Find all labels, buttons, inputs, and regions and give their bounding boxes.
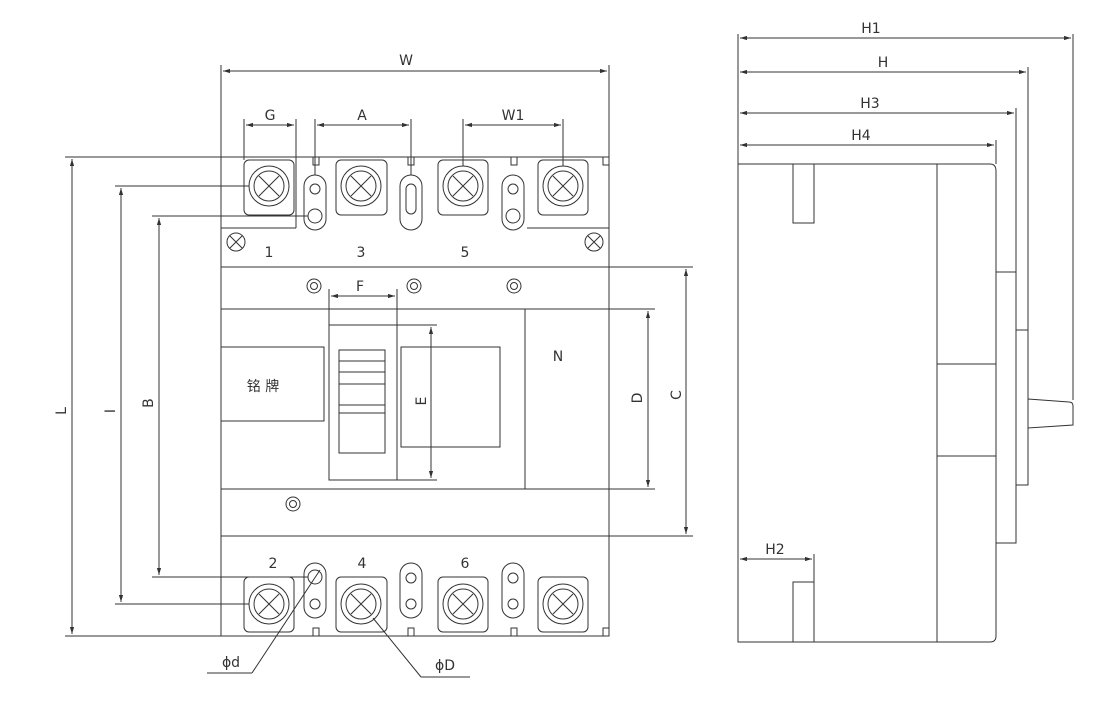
terminal-screw-top-1 <box>248 165 290 207</box>
terminal-pad-top-3 <box>335 159 388 216</box>
dim-label-g: G <box>265 108 276 124</box>
indicator-hole-2 <box>406 278 422 294</box>
side-terminal-top <box>792 163 815 224</box>
mounting-slot-bottom-3 <box>501 562 525 619</box>
indicator-hole-lower <box>285 496 301 512</box>
terminal-screw-bottom-2 <box>248 583 290 625</box>
dimension-lines-front <box>65 65 693 678</box>
terminal-number-6: 6 <box>461 556 470 572</box>
accessory-window <box>400 346 501 448</box>
dimension-lines-side <box>737 34 1074 582</box>
handle-window <box>328 324 398 481</box>
side-view-labels: H1 H H3 H4 H2 <box>765 21 888 558</box>
dim-label-d: D <box>630 393 646 404</box>
dim-label-f: F <box>356 279 364 295</box>
terminal-pad-bottom-6 <box>437 576 489 633</box>
dim-label-h1: H1 <box>861 21 880 37</box>
dim-label-l: L <box>54 407 70 415</box>
dim-label-e: E <box>414 397 430 406</box>
indicator-hole-3 <box>506 278 522 294</box>
operating-handle <box>338 349 386 454</box>
terminal-pad-top-5 <box>437 159 489 216</box>
terminal-screw-bottom-4 <box>340 583 382 625</box>
dim-label-w1: W1 <box>502 108 525 124</box>
terminal-number-5: 5 <box>461 245 470 261</box>
mounting-slot-bottom-1 <box>303 562 327 619</box>
terminal-number-4: 4 <box>358 556 367 572</box>
dim-label-h3: H3 <box>860 96 879 112</box>
nameplate-label: 铭 牌 <box>247 378 279 395</box>
dim-label-h2: H2 <box>765 542 784 558</box>
terminal-number-3: 3 <box>357 245 366 261</box>
side-body-outline <box>737 163 997 643</box>
nameplate-frame <box>220 346 325 422</box>
mounting-slot-top-2 <box>399 174 423 231</box>
neutral-pole-label: N <box>553 349 563 365</box>
terminal-screw-bottom-n <box>542 583 584 625</box>
mounting-slot-top-1 <box>303 174 327 231</box>
dim-label-b: B <box>141 398 157 408</box>
terminal-pad-bottom-4 <box>335 576 388 633</box>
terminal-pad-top-n <box>537 159 589 216</box>
dim-label-phi-D: ϕD <box>435 658 455 674</box>
indicator-hole-1 <box>306 278 322 294</box>
terminal-screw-top-n <box>542 165 584 207</box>
dim-label-h: H <box>878 55 889 71</box>
dim-label-c: C <box>669 390 685 400</box>
side-cover-step-1 <box>995 271 1017 544</box>
dim-label-h4: H4 <box>851 128 871 144</box>
side-terminal-bottom <box>792 581 815 643</box>
side-handle <box>1027 398 1074 429</box>
dim-label-phi-d: ϕd <box>222 655 240 671</box>
side-view <box>737 34 1074 643</box>
corner-screw-left <box>226 232 246 252</box>
terminal-number-1: 1 <box>265 245 274 261</box>
dim-label-w: W <box>399 53 413 69</box>
dim-label-a: A <box>357 108 367 124</box>
dim-label-i: I <box>103 409 119 413</box>
front-view <box>65 65 693 678</box>
terminal-screw-bottom-6 <box>442 583 484 625</box>
terminal-pad-bottom-n <box>537 576 589 633</box>
mounting-slot-bottom-2 <box>399 562 423 619</box>
terminal-number-2: 2 <box>269 556 278 572</box>
front-view-labels: W G A W1 L I B F E D C N 铭 牌 1 3 5 2 4 6… <box>54 53 685 674</box>
corner-screw-right <box>584 232 604 252</box>
mounting-slot-top-3 <box>501 174 525 231</box>
terminal-pad-top-1 <box>243 159 295 216</box>
side-cover-step-2 <box>1015 329 1029 486</box>
terminal-screw-top-5 <box>442 165 484 207</box>
terminal-screw-top-3 <box>340 165 382 207</box>
